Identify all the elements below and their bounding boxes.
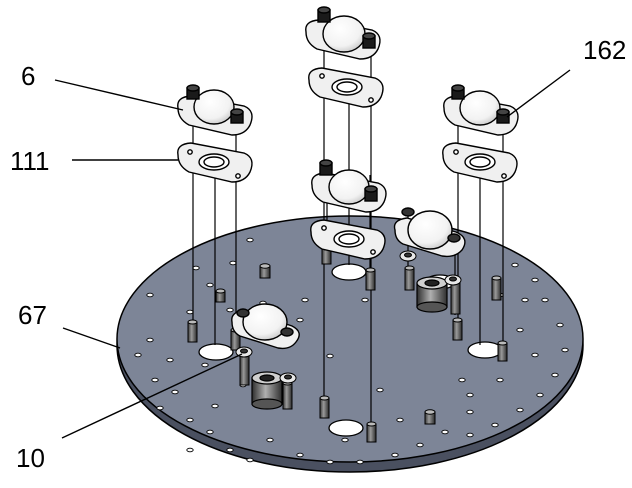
plate-hole [201, 362, 209, 368]
plate-hole [531, 277, 539, 283]
plate-hole [246, 457, 254, 463]
exploded-stack-center [310, 159, 387, 260]
callout-6: 6 [21, 61, 35, 91]
plate-hole [326, 459, 334, 465]
plate-hole [466, 432, 474, 438]
plate-hole [531, 352, 539, 358]
bosses [251, 276, 448, 410]
exploded-stack-top [305, 6, 384, 108]
plate-hole [361, 297, 369, 303]
plate-hole [541, 297, 549, 303]
plate-hole [441, 429, 449, 435]
standoffs [187, 245, 508, 443]
plate-hole [186, 309, 194, 315]
leader-67 [62, 327, 121, 349]
plate-hole [192, 265, 200, 271]
callout-67: 67 [18, 300, 47, 330]
plate-hole [186, 447, 194, 453]
leader-lines [54, 69, 571, 439]
plate-hole [521, 297, 529, 303]
plate-hole [496, 377, 504, 383]
leader-10 [61, 353, 243, 439]
plate-hole [301, 297, 309, 303]
plate-hole [511, 262, 519, 268]
plate-hole [391, 452, 399, 458]
plate-hole [146, 337, 154, 343]
plate-hole [146, 292, 154, 298]
plate-hole [206, 282, 214, 288]
exploded-stack-right [442, 84, 519, 183]
exploded-stack-left [177, 84, 253, 183]
plate-hole [416, 442, 424, 448]
plate-hole [156, 405, 164, 411]
callout-162: 162 [583, 35, 626, 65]
plate-hole [134, 352, 142, 358]
plate-hole [246, 237, 254, 243]
hex-nuts [235, 250, 462, 384]
plate-hole [226, 447, 234, 453]
plate-hole [516, 327, 524, 333]
plate-hole [211, 403, 219, 409]
leader-6 [54, 79, 184, 111]
plate-hole [151, 377, 159, 383]
plate-hole [356, 459, 364, 465]
plate-hole [396, 417, 404, 423]
callout-111: 111 [10, 146, 50, 176]
plate-hole [229, 260, 237, 266]
plate-hole [536, 392, 544, 398]
plate-hole [166, 357, 174, 363]
plate-hole [376, 387, 384, 393]
plate-hole [226, 307, 234, 313]
plate-hole [296, 317, 304, 323]
plate-hole [296, 452, 304, 458]
plate-hole [466, 392, 474, 398]
callout-labels: 6 111 67 10 162 [10, 35, 626, 473]
ball-transfer-mounted-right [393, 207, 466, 258]
ball-transfer-mounted-front [231, 303, 300, 350]
plate-hole [458, 377, 466, 383]
plate-hole [266, 437, 274, 443]
plate-hole [186, 417, 194, 423]
plate-hole [491, 422, 499, 428]
plate-hole [326, 353, 334, 359]
callout-10: 10 [16, 443, 45, 473]
plate-hole [206, 429, 214, 435]
plate-hole [341, 437, 349, 443]
plate-hole [561, 347, 569, 353]
base-plate [116, 215, 584, 473]
leader-162 [506, 69, 571, 118]
plate-hole [516, 407, 524, 413]
plate-hole [171, 389, 179, 395]
plate-hole [466, 409, 474, 415]
plate-hole [556, 322, 564, 328]
plate-hole [551, 372, 559, 378]
